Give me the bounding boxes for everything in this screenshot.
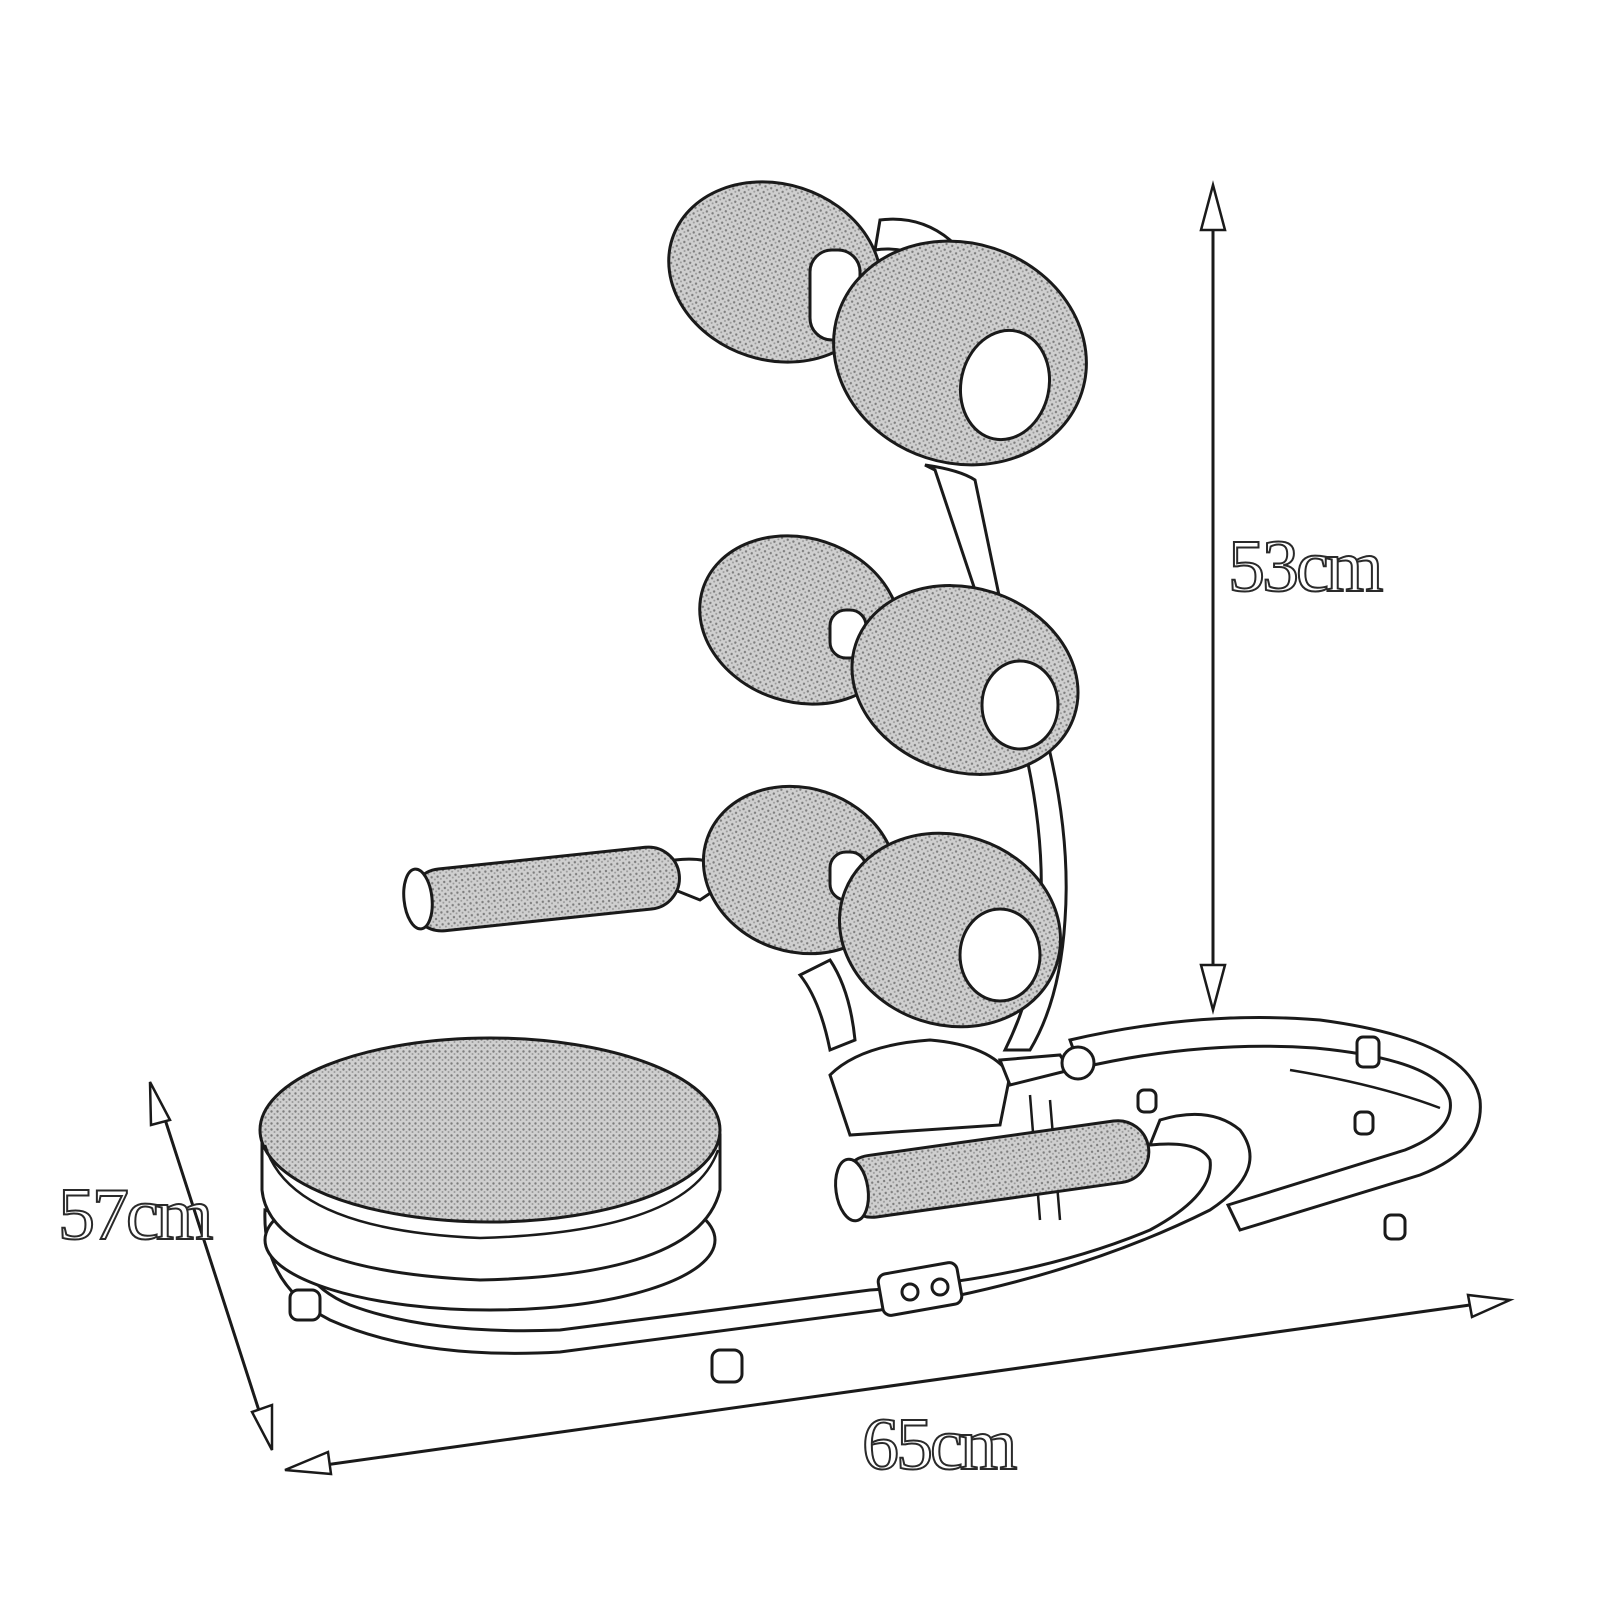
front-foot [288,1288,322,1322]
lower-roller-pads [701,784,1062,1029]
middle-roller-pads [698,534,1080,776]
depth-label: 57cm [57,1174,214,1256]
height-label: 53cm [1227,526,1384,608]
roller-endcap [958,328,1052,442]
width-dimension-line [284,1293,1515,1476]
top-roller-pads [667,180,1088,467]
left-handle [402,845,732,933]
front-foot [710,1348,744,1384]
width-label: 65cm [861,1404,1018,1486]
bolt [930,1277,950,1297]
bolt [900,1282,920,1302]
roller-endcap [980,659,1060,751]
right-handle [834,1119,1151,1223]
rear-foot [1353,1110,1375,1136]
frame-bracket [876,1261,964,1317]
depth-dimension-line [148,1081,274,1451]
rear-foot [1136,1088,1158,1114]
arrow-up-icon [1199,180,1227,232]
rotating-seat [258,1036,722,1312]
rear-foot [1355,1035,1381,1069]
rear-base-frame [1068,1016,1482,1241]
arrow-down-icon [1199,963,1227,1015]
rear-foot [1383,1213,1407,1241]
front-base-frame [263,1112,1252,1384]
adjust-knob [1060,1045,1096,1081]
roller-endcap [958,907,1042,1003]
arrow-up-icon [148,1081,172,1127]
arrow-left-icon [284,1450,333,1476]
arrow-right-icon [1466,1293,1515,1319]
pivot-assembly [828,1038,1096,1221]
height-dimension-line [1199,180,1227,1015]
arrow-down-icon [250,1403,274,1451]
